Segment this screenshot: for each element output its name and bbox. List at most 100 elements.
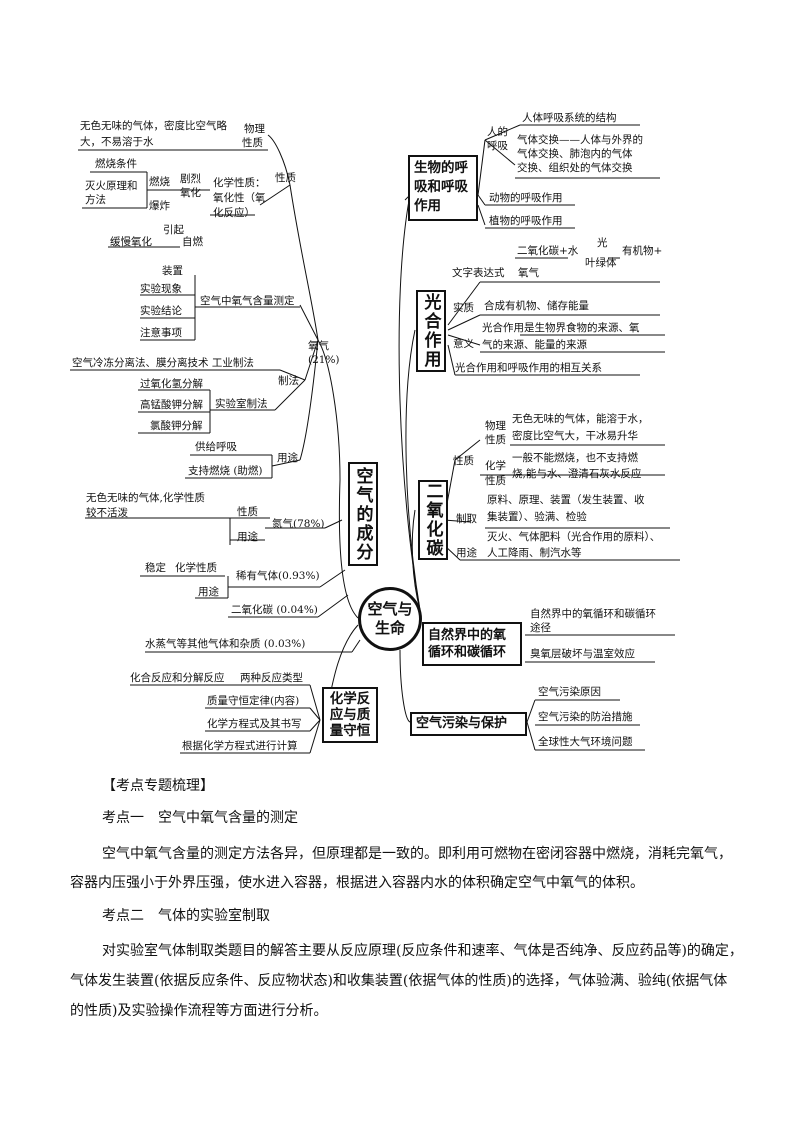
o2-properties-label: 性质 xyxy=(275,172,296,184)
meaning-desc-2: 气的来源、能量的来源 xyxy=(482,339,587,351)
pollution-item-1: 空气污染原因 xyxy=(538,686,601,698)
pollution-item-3: 全球性大气环境问题 xyxy=(538,736,633,748)
equation-right: 有机物+ xyxy=(622,245,663,257)
o2-physical-label-1: 物理 xyxy=(244,123,265,135)
o2-physical-label-2: 性质 xyxy=(242,137,263,149)
measure-item-4: 注意事项 xyxy=(140,327,182,339)
o2-physical-desc-1: 无色无味的气体，密度比空气略 xyxy=(80,120,227,132)
point-two-line-2: 气体发生装置(依据反应条件、反应物状态)和收集装置(依据气体的性质)的选择，气体… xyxy=(70,973,728,989)
co2-use-desc-1: 灭火、气体肥料（光合作用的原料）、 xyxy=(487,531,661,543)
composition-box: 空气的成分 xyxy=(348,462,378,566)
co2-phys-2: 性质 xyxy=(485,434,506,446)
nitrogen-label: 氮气(78%) xyxy=(272,518,325,530)
co2-prep-label: 制取 xyxy=(456,513,477,525)
co2-phys-desc-1: 无色无味的气体，能溶于水， xyxy=(512,413,649,425)
lab-item-3: 氯酸钾分解 xyxy=(150,420,203,432)
lab-item-1: 过氧化氢分解 xyxy=(140,378,203,390)
point-two-line-3: 的性质)及实验操作流程等方面进行分析。 xyxy=(70,1003,328,1019)
pollution-item-2: 空气污染的防治措施 xyxy=(538,711,633,723)
spontaneous: 自燃 xyxy=(182,236,203,248)
fire-ext-1: 灭火原理和 xyxy=(85,180,138,192)
measure-item-1: 装置 xyxy=(162,265,183,277)
equation-light: 光 xyxy=(597,237,608,249)
relation: 光合作用和呼吸作用的相互关系 xyxy=(455,362,602,374)
prep-label: 制法 xyxy=(278,375,299,387)
co2-chem-desc-1: 一般不能燃烧，也不支持燃 xyxy=(512,452,638,464)
n-desc-2: 较不活泼 xyxy=(86,507,128,519)
equation-left: 二氧化碳+水 xyxy=(517,245,579,257)
co2-box: 二氧化碳 xyxy=(418,480,448,560)
n-use: 用途 xyxy=(237,531,258,543)
cycle-box: 自然界中的氧 循环和碳循环 xyxy=(422,622,522,666)
point-one-line-2: 容器内压强小于外界压强，使水进入容器，根据进入容器内水的体积确定空气中氧气的体积… xyxy=(70,875,644,891)
oxygen-pct: (21%) xyxy=(308,354,340,366)
cycle-line-2: 循环和碳循环 xyxy=(428,645,507,660)
plant-resp: 植物的呼吸作用 xyxy=(489,215,563,227)
point-two-line-1: 对实验室气体制取类题目的解答主要从反应原理(反应条件和速率、气体是否纯净、反应药… xyxy=(102,943,743,959)
industrial-prep: 空气冷冻分离法、膜分离技术 工业制法 xyxy=(72,357,254,369)
photosynthesis-box: 光合作用 xyxy=(416,290,446,372)
burning-label: 燃烧 xyxy=(149,176,170,188)
mind-map: 无色无味的气体，密度比空气略 大，不易溶于水 物理 性质 性质 燃烧条件 灭火原… xyxy=(70,112,680,754)
explosion-label: 爆炸 xyxy=(149,200,170,212)
human-label-2: 呼吸 xyxy=(487,140,508,152)
human-item-1: 人体呼吸系统的结构 xyxy=(522,112,617,124)
n-desc-1: 无色无味的气体,化学性质 xyxy=(86,492,205,504)
measure-label: 空气中氧气含量测定 xyxy=(200,295,295,307)
lab-item-2: 高锰酸钾分解 xyxy=(140,399,203,411)
cycle-item-1: 自然界中的氧循环和碳循环 xyxy=(530,608,656,620)
co2-chem-desc-2: 烧,能与水、澄清石灰水反应 xyxy=(512,468,642,480)
reaction-item-4: 化学方程式及其书写 xyxy=(207,718,302,730)
noble-stable: 稳定 xyxy=(145,562,166,574)
trigger: 引起 xyxy=(163,224,184,236)
word-eq-label: 文字表达式 xyxy=(452,267,505,279)
o2-use-label: 用途 xyxy=(277,452,298,464)
human-label-1: 人的 xyxy=(487,126,508,138)
mind-map-lines xyxy=(70,124,680,754)
chemical-2: 氧化性（氧 xyxy=(213,192,266,204)
human-item-4: 交换、组织处的气体交换 xyxy=(517,162,633,174)
reaction-item-5: 根据化学方程式进行计算 xyxy=(182,740,298,752)
co2-pct-label: 二氧化碳 (0.04%) xyxy=(231,604,318,616)
meaning-desc-1: 光合作用是生物界食物的来源、氧 xyxy=(482,322,640,334)
burn-condition: 燃烧条件 xyxy=(95,158,137,170)
point-one-heading: 考点一 空气中氧气含量的测定 xyxy=(102,810,298,826)
co2-phys-desc-2: 密度比空气大，干冰易升华 xyxy=(512,430,638,442)
slow-ox: 缓慢氧化 xyxy=(110,236,152,248)
cycle-line-1: 自然界中的氧 xyxy=(428,628,507,643)
water-vapor: 水蒸气等其他气体和杂质 (0.03%) xyxy=(145,638,306,650)
noble-chem: 化学性质 xyxy=(175,562,217,574)
o2-physical-desc-2: 大，不易溶于水 xyxy=(80,136,154,148)
human-item-3: 气体交换、肺泡内的气体 xyxy=(517,148,633,160)
chemical-3: 化反应） xyxy=(213,207,255,219)
co2-phys-1: 物理 xyxy=(485,420,506,432)
co2-chem-1: 化学 xyxy=(485,460,506,472)
co2-chem-2: 性质 xyxy=(485,475,506,487)
center-line-1: 空气与 xyxy=(367,600,413,618)
point-one-line-1: 空气中氧气含量的测定方法各异，但原理都是一致的。即利用可燃物在密闭容器中燃烧，消… xyxy=(102,846,732,862)
point-two-heading: 考点二 气体的实验室制取 xyxy=(102,908,270,924)
n-props: 性质 xyxy=(237,506,258,518)
essence-label: 实质 xyxy=(453,302,474,314)
lab-label: 实验室制法 xyxy=(215,398,268,410)
oxygen-label: 氧气 xyxy=(308,340,329,352)
co2-prep-desc-1: 原料、原理、装置（发生装置、收 xyxy=(487,494,645,506)
co2-prep-desc-2: 集装置）、验满、检验 xyxy=(487,511,587,523)
violent-ox-1: 剧烈 xyxy=(180,173,201,185)
respiration-line-1: 生物的呼 xyxy=(414,160,468,176)
fire-ext-2: 方法 xyxy=(85,194,106,206)
co2-props-label: 性质 xyxy=(453,455,474,467)
cycle-item-2: 途径 xyxy=(530,622,551,634)
respiration-line-3: 作用 xyxy=(414,198,441,214)
reaction-item-2: 两种反应类型 xyxy=(240,672,303,684)
reaction-box: 化学反应与质量守恒 xyxy=(322,687,378,743)
meaning-label: 意义 xyxy=(453,338,474,350)
measure-item-2: 实验现象 xyxy=(140,283,182,295)
animal-resp: 动物的呼吸作用 xyxy=(489,192,563,204)
use-item-2: 支持燃烧 (助燃) xyxy=(188,465,263,477)
reaction-item-3: 质量守恒定律(内容) xyxy=(207,695,300,707)
equation-o2: 氧气 xyxy=(518,267,539,279)
violent-ox-2: 氧化 xyxy=(180,187,201,199)
noble-use: 用途 xyxy=(198,586,219,598)
use-item-1: 供给呼吸 xyxy=(195,441,237,453)
